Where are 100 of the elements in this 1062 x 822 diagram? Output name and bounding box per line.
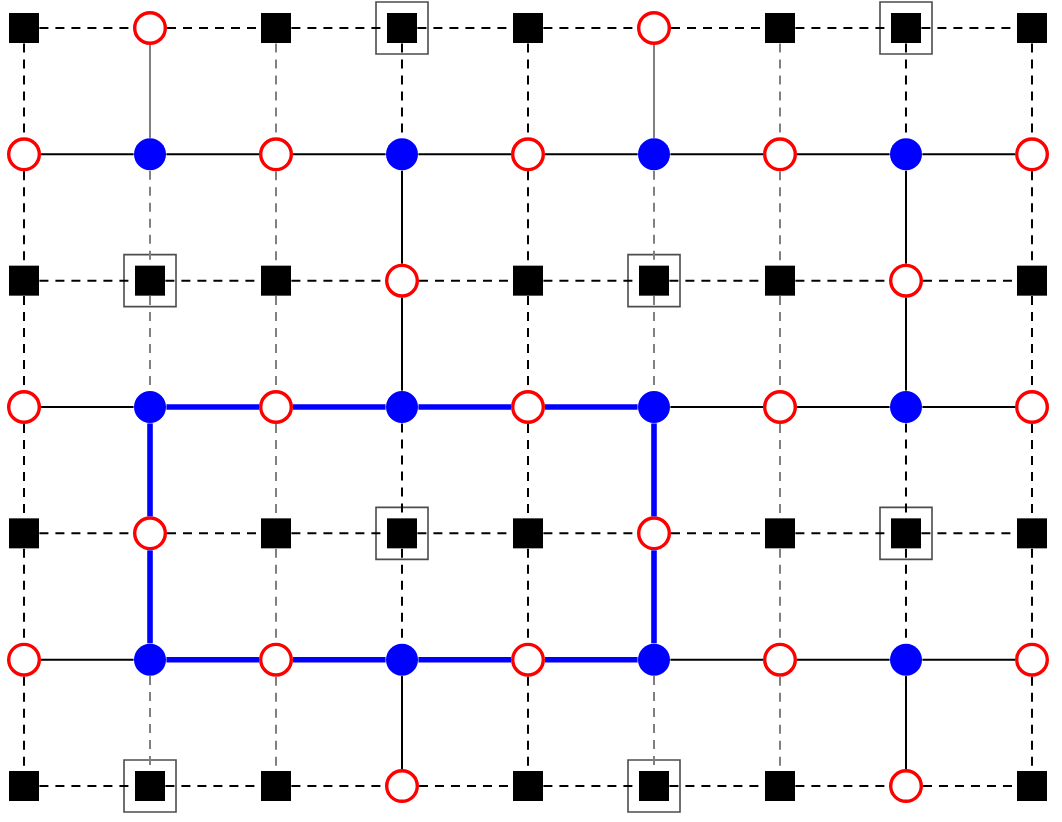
dashed-line — [670, 27, 766, 29]
ring-node — [511, 390, 545, 424]
ring-node — [259, 642, 293, 677]
dashed-line — [922, 279, 1018, 282]
thick-line — [418, 656, 511, 663]
ring-node — [763, 390, 797, 424]
ring-node — [889, 263, 923, 298]
ring-node — [1015, 642, 1049, 677]
square-node — [1017, 13, 1047, 43]
thick-line — [545, 656, 638, 663]
square-node — [891, 518, 921, 549]
thick-line — [147, 550, 153, 644]
dot-node — [638, 138, 670, 171]
thick-line — [651, 550, 657, 644]
ring-node — [637, 11, 671, 45]
highlight-frame — [879, 1, 933, 55]
solid-line — [292, 153, 387, 156]
square-node — [9, 518, 39, 549]
dot-node — [386, 391, 418, 423]
dashed-line — [1031, 547, 1033, 644]
solid-line — [669, 658, 764, 661]
thick-line — [651, 423, 657, 517]
dashed-line — [418, 279, 514, 282]
solid-line — [40, 406, 135, 408]
square-node — [135, 265, 165, 296]
highlight-frame — [123, 759, 177, 813]
highlight-frame — [627, 253, 681, 308]
square-node — [765, 13, 795, 43]
dot-node — [638, 643, 670, 676]
solid-line — [417, 153, 512, 156]
dot-node — [638, 391, 670, 423]
solid-line — [921, 153, 1016, 156]
square-node — [1017, 518, 1047, 549]
highlight-frame — [627, 759, 681, 813]
ring-node — [763, 642, 797, 677]
dashed-line — [542, 532, 638, 535]
square-node — [765, 771, 795, 801]
square-node — [261, 771, 291, 801]
thick-line — [166, 656, 259, 663]
dashed-line — [38, 532, 134, 535]
square-node — [261, 13, 291, 43]
square-node — [765, 518, 795, 549]
solid-line — [905, 675, 907, 770]
solid-line — [669, 406, 764, 408]
square-node — [9, 265, 39, 296]
dashed-line — [23, 295, 25, 391]
dashed-line — [527, 423, 529, 519]
ring-node — [7, 137, 41, 172]
square-node — [765, 265, 795, 296]
square-node — [9, 771, 39, 801]
square-node — [387, 13, 417, 43]
dashed-line — [23, 675, 25, 772]
ring-node — [385, 263, 419, 298]
dashed-line — [1031, 295, 1033, 391]
ring-node — [259, 137, 293, 172]
ring-node — [133, 11, 167, 45]
solid-line — [401, 169, 403, 265]
square-node — [891, 13, 921, 43]
highlight-frame — [879, 506, 933, 561]
square-node — [513, 518, 543, 549]
ring-node — [637, 516, 671, 551]
thick-line — [147, 423, 153, 517]
dashed-line — [275, 675, 277, 772]
solid-line — [40, 153, 135, 156]
dot-node — [386, 643, 418, 676]
solid-line — [40, 658, 135, 661]
solid-line — [669, 153, 764, 156]
ring-node — [7, 642, 41, 677]
dashed-line — [779, 295, 781, 391]
ring-node — [763, 137, 797, 172]
thick-line — [293, 404, 386, 410]
square-node — [1017, 265, 1047, 296]
dot-node — [386, 138, 418, 171]
dashed-line — [38, 27, 134, 29]
dashed-line — [779, 675, 781, 772]
dashed-line — [794, 785, 890, 787]
thick-line — [418, 404, 511, 410]
solid-line — [921, 658, 1016, 661]
solid-line — [149, 44, 151, 139]
solid-line — [905, 169, 907, 265]
square-node — [639, 771, 669, 801]
dashed-line — [1031, 423, 1033, 519]
square-node — [9, 13, 39, 43]
dashed-line — [922, 785, 1018, 787]
square-node — [261, 518, 291, 549]
dashed-line — [23, 423, 25, 519]
dashed-line — [1031, 675, 1033, 772]
highlight-frame — [123, 253, 177, 308]
dashed-line — [275, 547, 277, 644]
dot-node — [134, 643, 166, 676]
dot-node — [890, 138, 922, 171]
solid-line — [544, 153, 639, 156]
square-node — [1017, 771, 1047, 801]
ring-node — [511, 642, 545, 677]
dashed-line — [670, 532, 766, 535]
dashed-line — [779, 547, 781, 644]
dashed-line — [275, 423, 277, 519]
solid-line — [401, 675, 403, 770]
solid-line — [796, 153, 891, 156]
solid-line — [905, 296, 907, 392]
